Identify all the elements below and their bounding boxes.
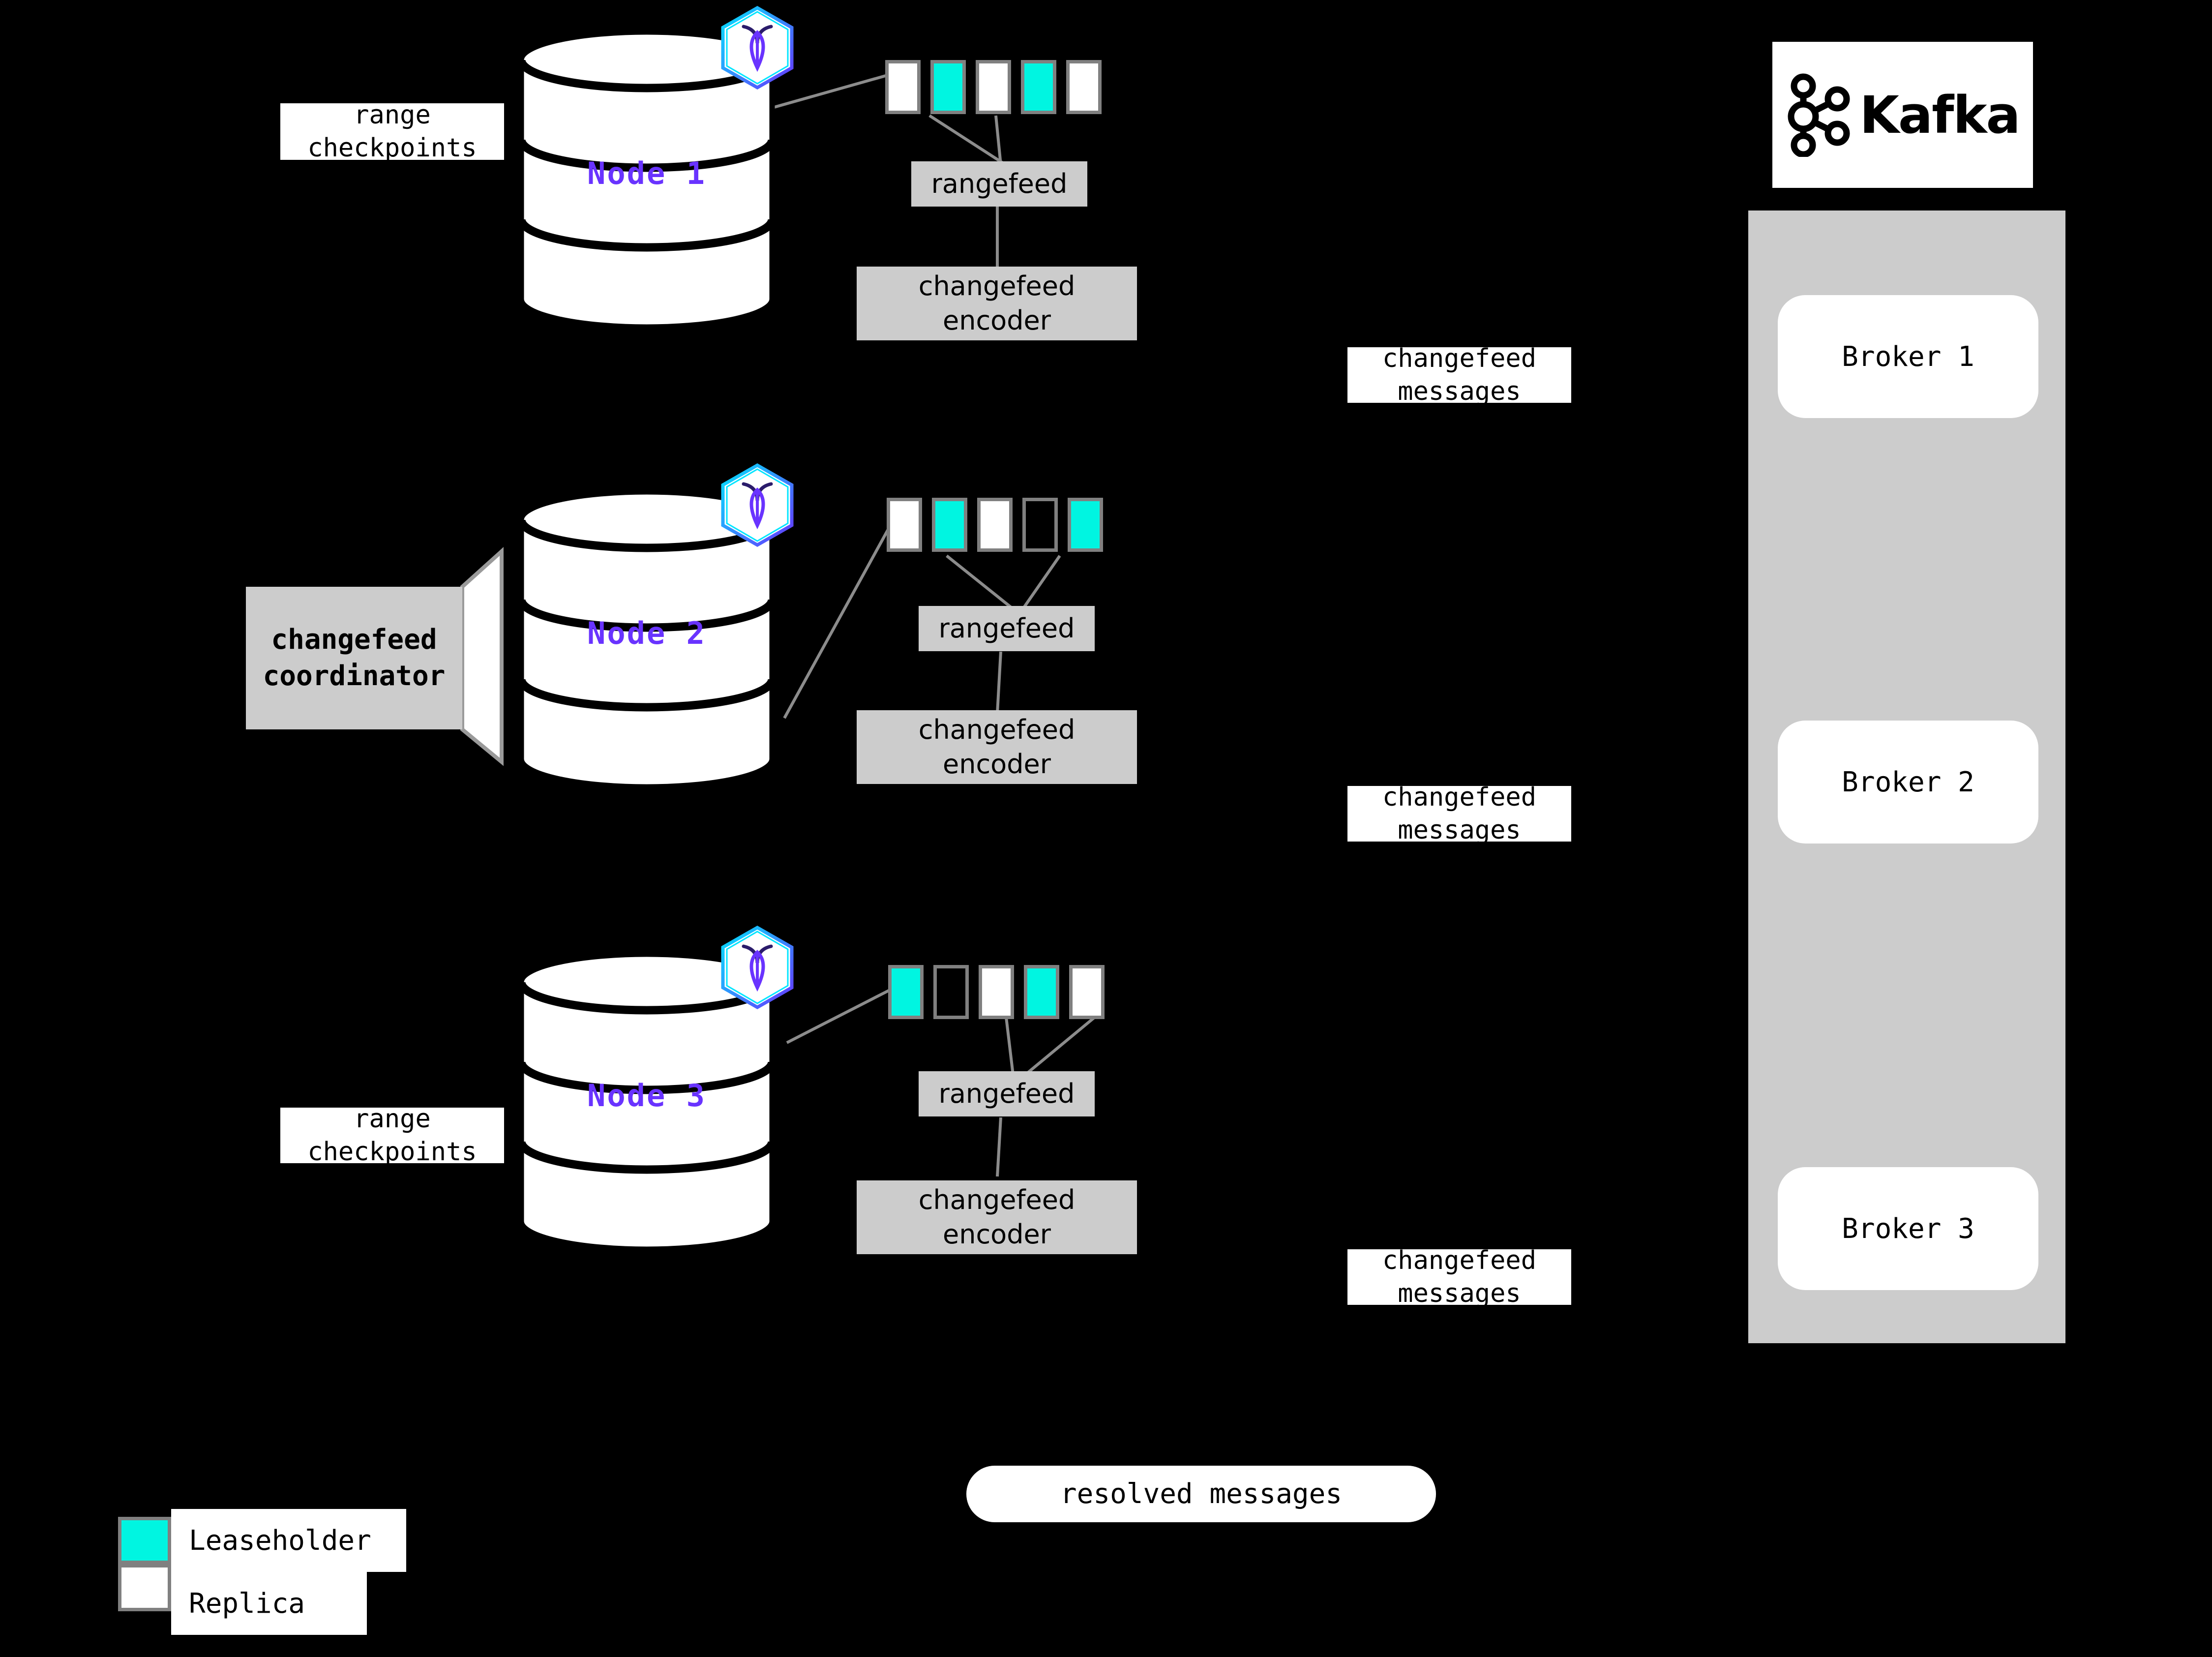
resolved-messages-pill[interactable]: resolved messages (966, 1466, 1436, 1522)
node1-range-checkpoints-label: range checkpoints (280, 100, 504, 163)
node3-changefeed-messages-label: changefeed messages (1347, 1246, 1571, 1308)
label-line-1: range (354, 1104, 431, 1134)
node3-range-checkpoints-label: range checkpoints (280, 1104, 504, 1167)
node3-range-2[interactable] (933, 965, 969, 1019)
label-line-2: messages (1398, 1278, 1521, 1308)
kafka-broker-1[interactable]: Broker 1 (1778, 295, 2038, 418)
node2-rangefeed-box[interactable]: rangefeed (919, 606, 1095, 651)
cockroachdb-hexagon-icon (713, 5, 802, 96)
legend-swatch-leaseholder (118, 1517, 171, 1564)
kafka-broker-2[interactable]: Broker 2 (1778, 721, 2038, 844)
encoder-label-line-2: encoder (943, 1219, 1051, 1250)
node3-range-3[interactable] (979, 965, 1014, 1019)
node2-changefeed-messages-label: changefeed messages (1347, 783, 1571, 845)
node3-label: Node 3 (587, 1078, 706, 1114)
node1-range-1[interactable] (885, 60, 921, 114)
node3-rangefeed-box[interactable]: rangefeed (919, 1071, 1095, 1116)
node1-changefeed-messages-label: changefeed messages (1347, 344, 1571, 406)
label-line-1: changefeed (1382, 782, 1537, 812)
coordinator-label-line-2: coordinator (263, 660, 446, 692)
node1-range-4[interactable] (1021, 60, 1056, 114)
encoder-label-line-2: encoder (943, 305, 1051, 336)
node3-cylinder[interactable]: Node 3 (516, 952, 777, 1252)
label-line-2: checkpoints (307, 133, 477, 163)
kafka-logo-icon (1786, 73, 1859, 157)
node1-range-3[interactable] (976, 60, 1011, 114)
node2-range-5[interactable] (1068, 498, 1103, 552)
node1-range-5[interactable] (1066, 60, 1102, 114)
node1-label: Node 1 (587, 155, 706, 191)
legend-label-replica: Replica (171, 1572, 367, 1635)
node1-changefeed-encoder-box[interactable]: changefeed encoder (857, 267, 1137, 340)
broker-label: Broker 2 (1842, 766, 1974, 798)
node2-range-1[interactable] (887, 498, 922, 552)
label-line-1: changefeed (1382, 343, 1537, 373)
broker-label: Broker 1 (1842, 340, 1974, 373)
node2-cylinder[interactable]: Node 2 (516, 489, 777, 789)
broker-label: Broker 3 (1842, 1212, 1974, 1245)
node2-label: Node 2 (587, 615, 706, 651)
label-line-2: messages (1398, 376, 1521, 406)
legend-swatch-replica (118, 1564, 171, 1611)
kafka-wordmark: Kafka (1859, 85, 2020, 145)
node2-range-4[interactable] (1022, 498, 1058, 552)
node2-range-3[interactable] (977, 498, 1013, 552)
label-line-1: range (354, 100, 431, 130)
node1-rangefeed-box[interactable]: rangefeed (911, 161, 1087, 207)
encoder-label-line-1: changefeed (918, 1184, 1076, 1215)
node3-range-4[interactable] (1024, 965, 1059, 1019)
rangefeed-label: rangefeed (938, 612, 1075, 644)
changefeed-coordinator-text: changefeed coordinator (246, 587, 462, 729)
encoder-label-line-1: changefeed (918, 270, 1076, 301)
coordinator-label-line-1: changefeed (271, 624, 437, 656)
node3-range-1[interactable] (888, 965, 924, 1019)
node3-range-5[interactable] (1069, 965, 1105, 1019)
node1-range-2[interactable] (930, 60, 966, 114)
resolved-messages-label: resolved messages (1060, 1478, 1343, 1510)
cockroachdb-hexagon-icon (713, 925, 802, 1016)
kafka-broker-3[interactable]: Broker 3 (1778, 1167, 2038, 1290)
rangefeed-label: rangefeed (938, 1078, 1075, 1109)
kafka-logo-box: Kafka (1772, 42, 2033, 188)
changefeed-coordinator-callout[interactable]: changefeed coordinator (246, 543, 521, 770)
encoder-label-line-1: changefeed (918, 714, 1076, 745)
node2-changefeed-encoder-box[interactable]: changefeed encoder (857, 710, 1137, 784)
label-line-1: changefeed (1382, 1245, 1537, 1275)
label-line-2: messages (1398, 815, 1521, 845)
rangefeed-label: rangefeed (931, 168, 1068, 199)
kafka-inbound-arrowhead (2065, 331, 2083, 345)
node3-changefeed-encoder-box[interactable]: changefeed encoder (857, 1180, 1137, 1254)
encoder-label-line-2: encoder (943, 749, 1051, 780)
cockroachdb-hexagon-icon (713, 462, 802, 553)
legend-label-leaseholder: Leaseholder (171, 1509, 406, 1572)
label-line-2: checkpoints (307, 1137, 477, 1167)
node2-range-2[interactable] (932, 498, 967, 552)
